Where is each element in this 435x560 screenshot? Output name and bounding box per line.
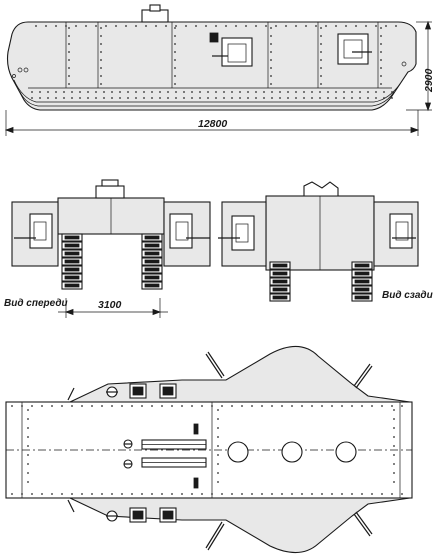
height-dimension: 2900 bbox=[406, 20, 435, 112]
rear-tracks bbox=[269, 261, 373, 302]
rear-view bbox=[218, 181, 419, 302]
top-view bbox=[5, 345, 413, 554]
track-dimension: 3100 bbox=[58, 298, 168, 318]
top-mg-1 bbox=[205, 353, 223, 379]
front-tracks bbox=[61, 233, 163, 290]
side-view bbox=[6, 4, 417, 111]
length-label: 12800 bbox=[198, 118, 227, 130]
top-mg-2 bbox=[353, 363, 371, 387]
front-view bbox=[11, 179, 211, 290]
track-width-label: 3100 bbox=[98, 299, 122, 311]
side-cupola bbox=[141, 9, 169, 23]
top-lower-fairing bbox=[69, 497, 411, 554]
side-sponson-left bbox=[221, 37, 253, 67]
side-track bbox=[19, 91, 395, 107]
side-sponson-right bbox=[337, 33, 369, 65]
height-label: 2900 bbox=[423, 68, 435, 93]
top-round-hatch-1 bbox=[227, 441, 249, 463]
top-round-hatch-3 bbox=[335, 441, 357, 463]
rear-view-label: Вид сзади bbox=[382, 290, 433, 301]
top-rivets bbox=[11, 405, 403, 495]
front-view-label: Вид спереди bbox=[4, 298, 68, 309]
top-upper-fairing bbox=[69, 345, 411, 403]
top-round-hatch-2 bbox=[281, 441, 303, 463]
top-mg-4 bbox=[353, 513, 371, 537]
length-dimension: 12800 bbox=[4, 110, 420, 136]
side-rivets bbox=[31, 25, 397, 99]
top-mg-3 bbox=[205, 521, 223, 549]
